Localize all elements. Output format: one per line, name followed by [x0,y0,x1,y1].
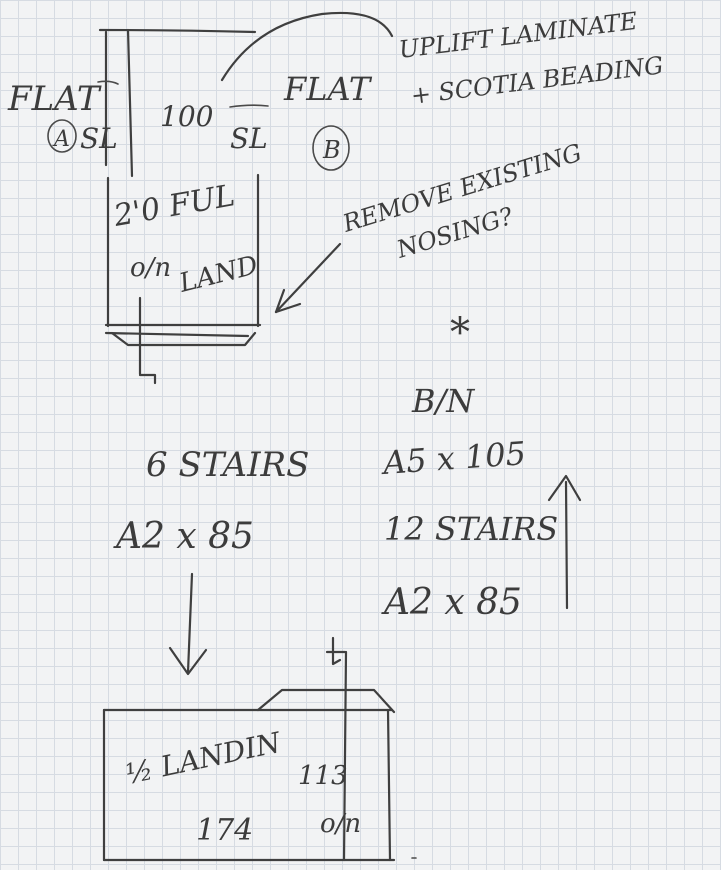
gap-dimension: 100 [160,100,213,133]
flat-b-level: SL [230,122,268,155]
flat-a-level: SL [80,122,118,155]
top-plan [97,28,269,385]
bottom-o-n: o/n [320,809,361,839]
half-landing-label: ½ LANDIN [123,726,285,791]
bin-note: B/N [411,382,475,420]
uplift-note-line-2: + SCOTIA BEADING [409,51,665,110]
flat-b-label: FLAT [283,70,373,108]
right-dimensions-top: A5 x 105 [379,434,527,482]
flat-a-label: FLAT [7,79,102,119]
flat-b-badge-circle [312,125,350,171]
dimension-174: 174 [196,813,253,848]
left-stairs-dimensions: A2 x 85 [113,516,254,557]
down-arrow [168,572,208,676]
dimension-113: 113 [298,761,348,791]
bottom-plan [102,636,417,862]
remove-arrow [274,242,342,314]
flat-a-badge: A [52,127,70,152]
landing-note-line-3: LAND [175,250,261,299]
uplift-arrow [220,11,394,82]
landing-note-line-1: 2'0 FUL [110,178,237,234]
right-stairs-count: 12 STAIRS [384,510,558,548]
up-arrow [547,474,582,610]
uplift-note-line-1: UPLIFT LAMINATE [397,7,639,64]
flat-b-badge: B [322,136,341,164]
flat-a-badge-circle [47,119,77,153]
right-dimensions-bottom: A2 x 85 [381,582,522,623]
landing-note-line-2: o/n [130,253,171,283]
asterisk-mark: * [450,310,470,356]
left-stairs-count: 6 STAIRS [146,445,309,485]
